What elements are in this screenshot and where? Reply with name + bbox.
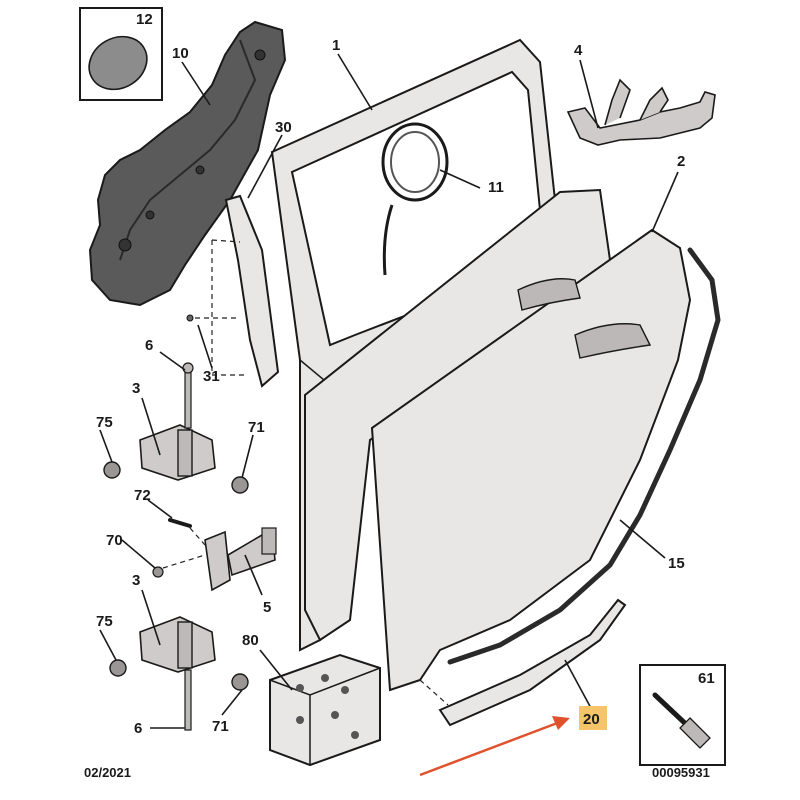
callout-2[interactable]: 2 (677, 153, 685, 170)
part-61-stud-inset[interactable] (639, 664, 726, 766)
footer-date: 02/2021 (84, 765, 131, 780)
callout-75-lower[interactable]: 75 (96, 613, 113, 630)
callout-10[interactable]: 10 (172, 45, 189, 62)
part-75-upper-screw[interactable] (103, 461, 121, 479)
part-6-upper-pin[interactable] (182, 362, 194, 429)
callout-15[interactable]: 15 (668, 555, 685, 572)
callout-4[interactable]: 4 (574, 42, 583, 59)
part-71-lower-screw[interactable] (231, 673, 249, 691)
part-71-upper-screw[interactable] (231, 476, 249, 494)
callout-12[interactable]: 12 (136, 11, 153, 28)
part-72-bolt[interactable] (168, 518, 192, 528)
part-3-upper-hinge[interactable] (139, 424, 216, 481)
part-20-guide (419, 679, 449, 706)
callout-80[interactable]: 80 (242, 632, 259, 649)
callout-6-lower[interactable]: 6 (134, 720, 142, 737)
part-3-lower-hinge[interactable] (139, 616, 216, 673)
callout-5[interactable]: 5 (263, 599, 271, 616)
part-10-window-regulator[interactable] (88, 20, 287, 307)
callout-71-upper[interactable]: 71 (248, 419, 265, 436)
callout-3-lower[interactable]: 3 (132, 572, 140, 589)
callout-61[interactable]: 61 (698, 670, 715, 687)
part-30-guide (211, 239, 245, 376)
part-11-speaker-ring[interactable] (381, 122, 449, 276)
callout-72[interactable]: 72 (134, 487, 151, 504)
part-80-clip-kit[interactable] (269, 653, 381, 767)
part-2-outer-door-panel[interactable] (304, 188, 692, 692)
part-6-lower-pin[interactable] (184, 669, 192, 731)
highlight-arrow (419, 716, 570, 777)
footer-reference-code: 00095931 (652, 765, 710, 780)
callout-75-upper[interactable]: 75 (96, 414, 113, 431)
part-70-nut[interactable] (152, 566, 164, 578)
callout-20[interactable]: 20 (583, 711, 600, 728)
leader-lines (99, 53, 679, 729)
part-75-lower-screw[interactable] (109, 659, 127, 677)
part-4-grab-handle[interactable] (566, 78, 716, 146)
part-70-72-guide (162, 527, 206, 569)
callout-6-upper[interactable]: 6 (145, 337, 153, 354)
callout-labels: 1 2 3 3 4 5 6 6 10 11 12 15 20 30 31 61 … (96, 11, 715, 737)
part-12-plug-inset[interactable] (79, 7, 163, 101)
callout-70[interactable]: 70 (106, 532, 123, 549)
callout-30[interactable]: 30 (275, 119, 292, 136)
callout-31[interactable]: 31 (203, 368, 220, 385)
part-30-trim-strip[interactable] (224, 194, 280, 388)
part-15-door-seal[interactable] (447, 247, 721, 665)
part-5-door-check[interactable] (204, 527, 277, 592)
callout-71-lower[interactable]: 71 (212, 718, 229, 735)
callout-3-upper[interactable]: 3 (132, 380, 140, 397)
part-31-clip[interactable] (186, 314, 194, 322)
part-20-lower-moulding[interactable] (438, 598, 627, 727)
callout-20-highlight (579, 706, 607, 730)
callout-1[interactable]: 1 (332, 37, 340, 54)
callout-11[interactable]: 11 (488, 179, 504, 196)
